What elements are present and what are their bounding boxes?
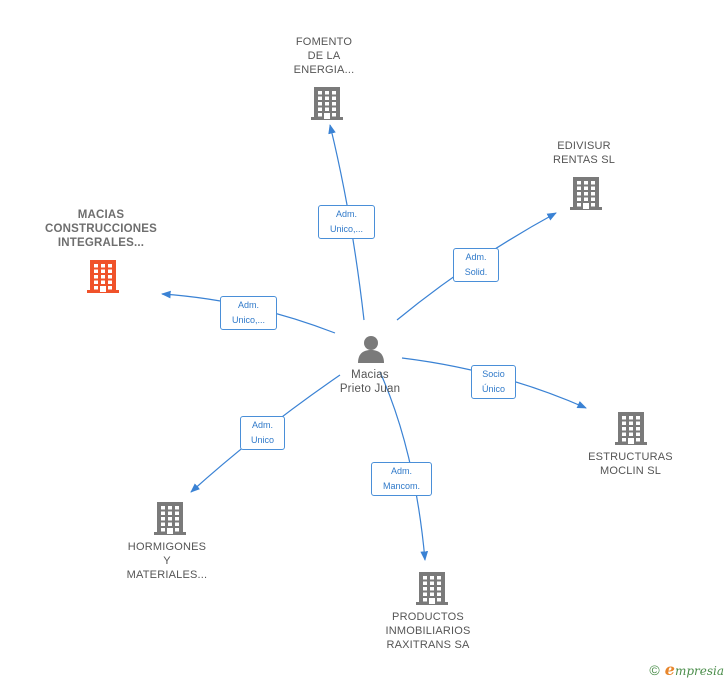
- relation-edge-productos: [379, 371, 429, 561]
- company-label: HORMIGONES Y MATERIALES...: [126, 541, 208, 581]
- relation-label[interactable]: Adm. Unico: [240, 416, 285, 450]
- brand-name: mpresia: [674, 664, 724, 678]
- building-icon: [154, 500, 186, 541]
- relation-label[interactable]: Adm. Unico,...: [220, 296, 277, 330]
- person-label: Macias Prieto Juan: [339, 369, 401, 395]
- copyright-icon: ©: [649, 661, 660, 678]
- brand-initial: e: [664, 660, 675, 679]
- building-icon: [615, 410, 647, 451]
- relation-label[interactable]: Socio Único: [471, 365, 516, 399]
- building-icon: [416, 570, 448, 611]
- building-icon: [311, 85, 343, 126]
- building-icon: [87, 258, 119, 299]
- relation-label[interactable]: Adm. Solid.: [453, 248, 499, 282]
- company-label: EDIVISUR RENTAS SL: [552, 140, 616, 166]
- company-label: ESTRUCTURAS MOCLIN SL: [588, 451, 673, 477]
- company-label: PRODUCTOS INMOBILIARIOS RAXITRANS SA: [385, 611, 471, 651]
- building-icon: [570, 175, 602, 216]
- footer-brand: © empresia: [649, 660, 724, 679]
- person-icon: [358, 336, 384, 363]
- company-label: FOMENTO DE LA ENERGIA...: [293, 36, 355, 76]
- relation-label[interactable]: Adm. Unico,...: [318, 205, 375, 239]
- company-label: MACIAS CONSTRUCCIONES INTEGRALES...: [44, 209, 158, 249]
- brand-logo: empresia: [665, 660, 724, 679]
- relation-label[interactable]: Adm. Mancom.: [371, 462, 432, 496]
